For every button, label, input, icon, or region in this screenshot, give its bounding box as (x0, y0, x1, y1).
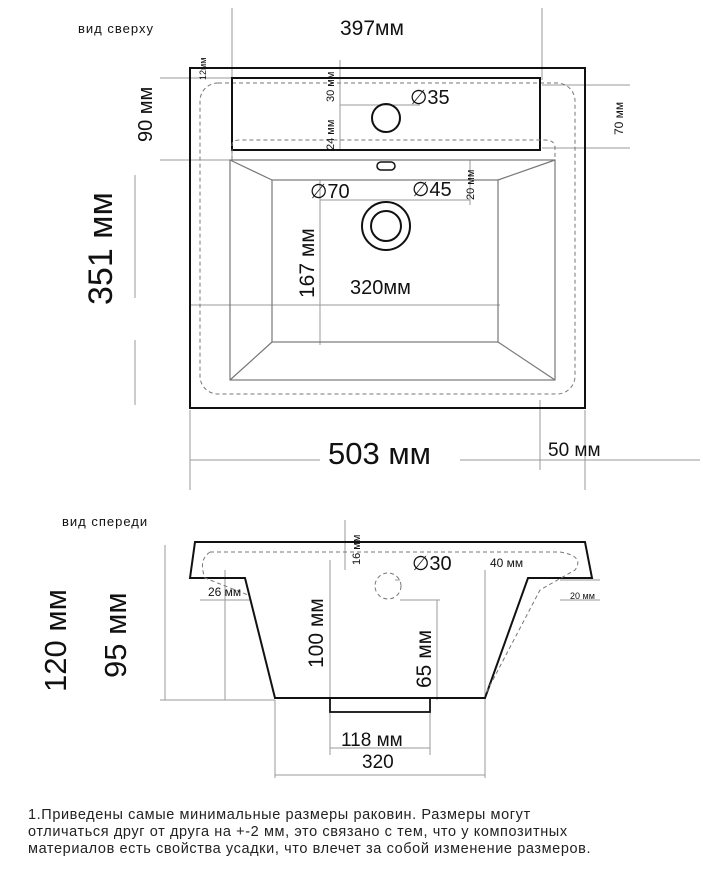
dim-65: 65 мм (413, 630, 436, 688)
hole-70-label: ∅70 (310, 181, 350, 203)
dim-30: 30 мм (325, 72, 337, 102)
faucet-hole (371, 103, 401, 133)
footnote-line-3: материалов есть свойства усадки, что вле… (28, 841, 592, 857)
front-overflow-hole (374, 572, 402, 600)
dim-50: 50 мм (548, 440, 601, 461)
dim-100: 100 мм (305, 598, 328, 668)
overflow-slot (376, 161, 396, 171)
dim-351: 351 мм (82, 192, 120, 305)
front-view-body-outline (188, 541, 594, 699)
footnote: 1.Приведены самые минимальные размеры ра… (28, 807, 718, 858)
dim-90: 90 мм (135, 87, 157, 142)
hole-45-label: ∅45 (412, 179, 452, 201)
footnote-line-2: отличаться друг от друга на +-2 мм, это … (28, 824, 568, 840)
faucet-deck (231, 77, 541, 151)
dim-40: 40 мм (490, 556, 523, 570)
dim-width-top: 397мм (340, 17, 404, 40)
dim-320-front: 320 (362, 752, 394, 773)
dim-320-top: 320мм (350, 277, 411, 299)
dim-20-front: 20 мм (570, 591, 595, 601)
top-view-dimension-lines (134, 8, 700, 490)
hole-30-label: ∅30 (412, 553, 452, 575)
front-view-caption: вид спереди (62, 514, 148, 529)
drain-outer (361, 201, 411, 251)
dim-12: 12мм (198, 58, 208, 80)
dim-167: 167 мм (296, 228, 319, 298)
basin-bottom (271, 179, 499, 343)
drain-pipe (329, 697, 431, 713)
front-view-basin-dashed (210, 551, 579, 696)
hole-35-label: ∅35 (410, 87, 450, 109)
dim-70: 70 мм (612, 102, 626, 135)
top-view-caption: вид сверху (78, 21, 154, 36)
dim-20-top: 20 мм (465, 170, 477, 200)
front-view-dimension-lines (160, 520, 600, 778)
basin-outer (229, 159, 556, 381)
top-view-outer-outline (189, 67, 586, 409)
dim-24: 24 мм (325, 120, 337, 150)
drain-inner (370, 210, 402, 242)
dim-26: 26 мм (208, 585, 241, 599)
top-view-rim-dashed (199, 82, 576, 395)
footnote-line-1: 1.Приведены самые минимальные размеры ра… (28, 807, 531, 823)
dim-16: 16 мм (351, 535, 363, 565)
basin-rim-dashed (231, 139, 556, 160)
dim-120: 120 мм (38, 589, 73, 692)
dim-503: 503 мм (328, 436, 431, 471)
dim-118: 118 мм (341, 730, 403, 751)
dim-95: 95 мм (98, 592, 133, 678)
